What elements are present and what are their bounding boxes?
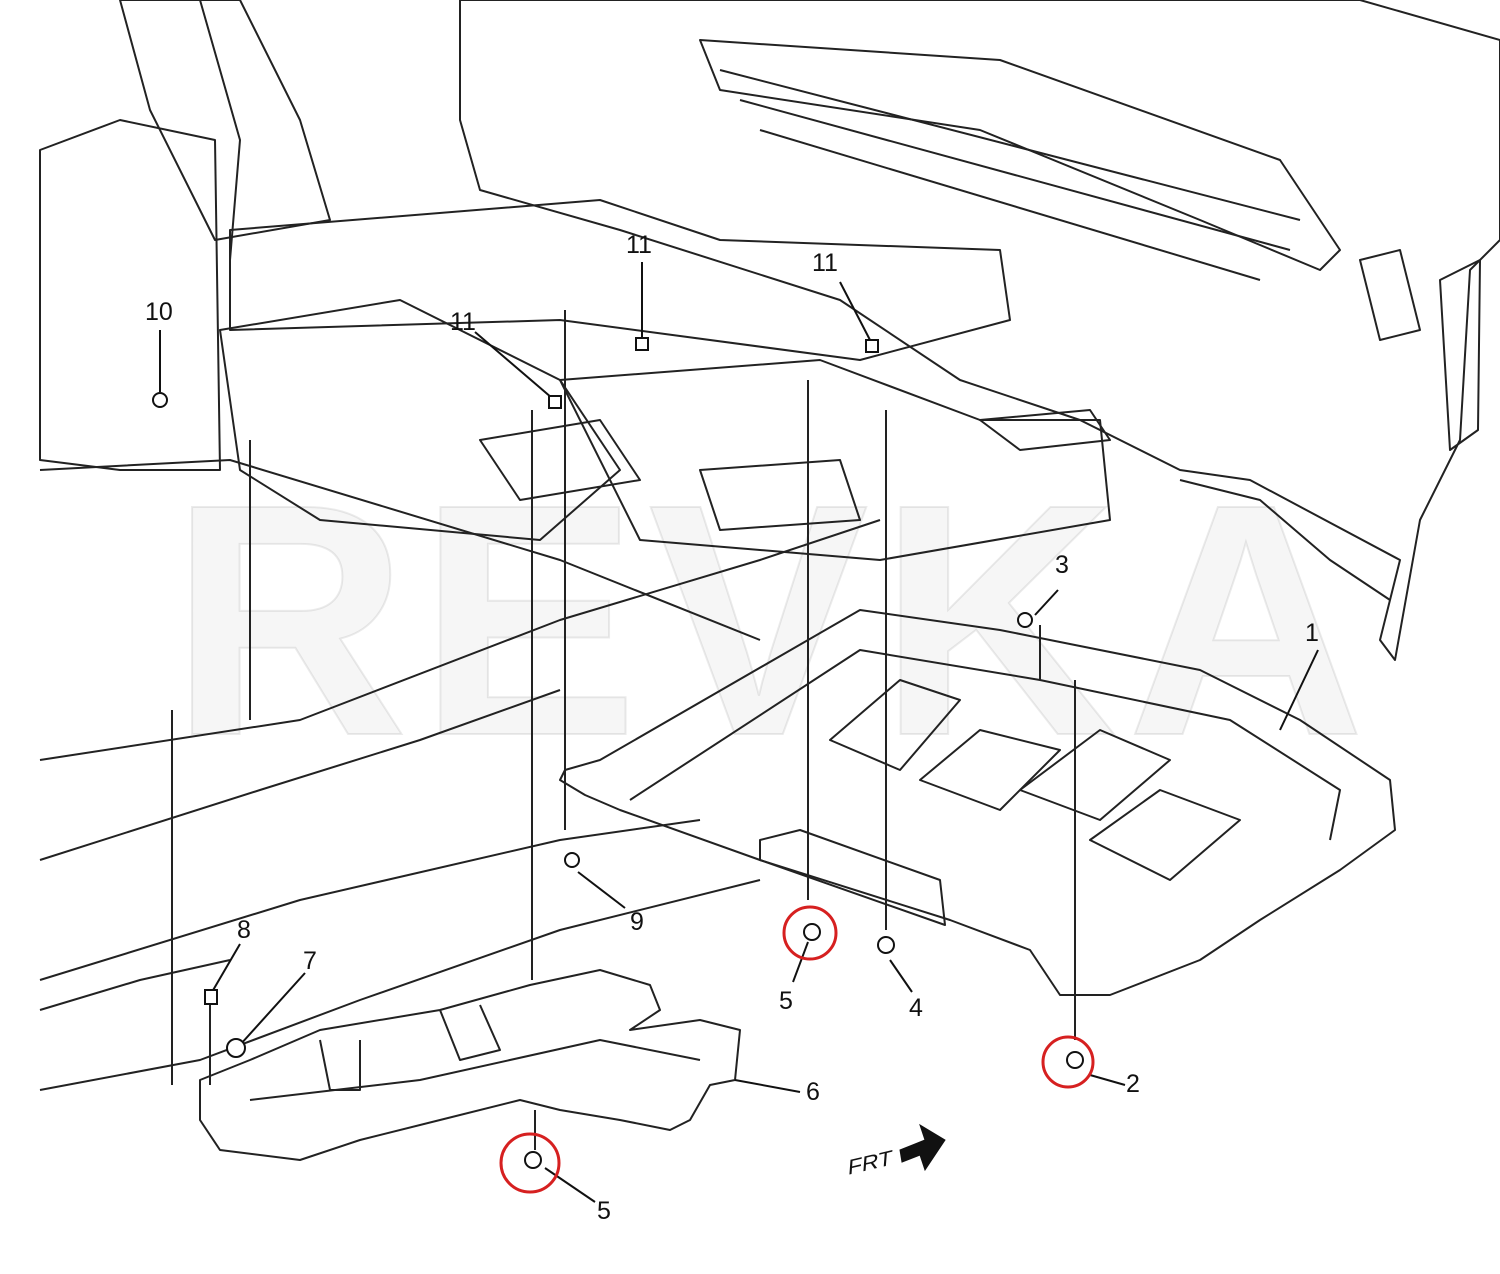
callout-5b: 5: [597, 1197, 611, 1225]
callout-11c: 11: [812, 249, 838, 277]
pillar-top: [119, 0, 331, 241]
subframe-center: [559, 359, 1111, 561]
callout-6: 6: [806, 1078, 820, 1106]
grille-bar-2: [739, 99, 1291, 251]
fastener-icon-7: [226, 1038, 246, 1058]
highlight-circle-5a: [782, 905, 838, 961]
leader-8: [211, 943, 241, 993]
front-arrow-icon: [899, 1123, 946, 1172]
rear-splash-shield: [199, 969, 741, 1161]
shield-pocket-4: [1089, 789, 1241, 881]
bumper-grille: [699, 39, 1341, 271]
shield-pocket-3: [1019, 729, 1171, 821]
shield-inner-edge: [629, 649, 1341, 841]
leader-4: [889, 959, 913, 993]
callout-10: 10: [145, 298, 173, 326]
underbody-rail-upper: [39, 459, 761, 641]
subframe-left: [219, 299, 621, 541]
floor-edge-3: [39, 959, 231, 1011]
shield-pocket-2: [919, 729, 1061, 811]
rocker-panel: [39, 689, 561, 861]
callout-2: 2: [1126, 1070, 1140, 1098]
leader-2: [1089, 1074, 1126, 1086]
subframe-opening-2: [699, 459, 861, 531]
fastener-icon-11b: [548, 395, 562, 409]
leader-5b: [544, 1167, 596, 1203]
floor-edge-2: [39, 879, 761, 1091]
leader-9: [577, 871, 626, 909]
fastener-icon-3: [1017, 612, 1033, 628]
body-side-panel: [39, 119, 221, 471]
underbody-rail-lower: [39, 519, 881, 761]
callout-4: 4: [909, 994, 923, 1022]
fastener-icon-11a: [635, 337, 649, 351]
fascia-lower-lip: [1179, 479, 1391, 601]
grille-bar-1: [719, 69, 1301, 221]
shield-pocket-1: [829, 679, 961, 771]
fog-vent-inner: [1359, 249, 1421, 341]
fastener-icon-5b: [524, 1151, 542, 1169]
callout-11b: 11: [450, 308, 476, 336]
callout-5a: 5: [779, 987, 793, 1015]
watermark-text: REVKA: [169, 434, 1376, 805]
callout-11a: 11: [626, 231, 652, 259]
fastener-icon-4: [877, 936, 895, 954]
callout-9: 9: [630, 908, 644, 936]
fastener-icon-10: [152, 392, 168, 408]
fastener-icon-11c: [865, 339, 879, 353]
leader-7: [239, 972, 306, 1046]
highlight-circle-2: [1041, 1035, 1095, 1089]
subframe-opening-1: [479, 419, 641, 501]
leader-3: [1034, 589, 1059, 616]
callout-1: 1: [1305, 619, 1319, 647]
fastener-icon-2: [1066, 1051, 1084, 1069]
leader-1: [1279, 649, 1319, 731]
leader-11b: [474, 331, 553, 399]
control-arm: [979, 409, 1111, 451]
leader-11c: [839, 281, 871, 341]
rear-shield-rib-1: [319, 1039, 361, 1091]
shield-recess: [759, 829, 946, 926]
leader-5a: [792, 941, 809, 983]
fastener-icon-5a: [803, 923, 821, 941]
callout-3: 3: [1055, 551, 1069, 579]
rear-shield-rib-2: [439, 1004, 501, 1061]
bumper-fascia: [459, 0, 1500, 661]
fastener-icon-8: [204, 989, 218, 1005]
callout-8: 8: [237, 916, 251, 944]
rear-shield-inner: [249, 1039, 701, 1101]
fastener-icon-9: [564, 852, 580, 868]
radiator-support-beam: [229, 199, 1011, 361]
leader-6: [734, 1079, 801, 1093]
callout-7: 7: [303, 947, 317, 975]
grille-bar-3: [759, 129, 1261, 281]
inner-pillar: [199, 0, 241, 261]
floor-edge-1: [39, 819, 701, 981]
fog-vent-right: [1439, 259, 1481, 451]
lower-splash-shield: [559, 609, 1396, 996]
highlight-circle-5b: [499, 1132, 561, 1194]
